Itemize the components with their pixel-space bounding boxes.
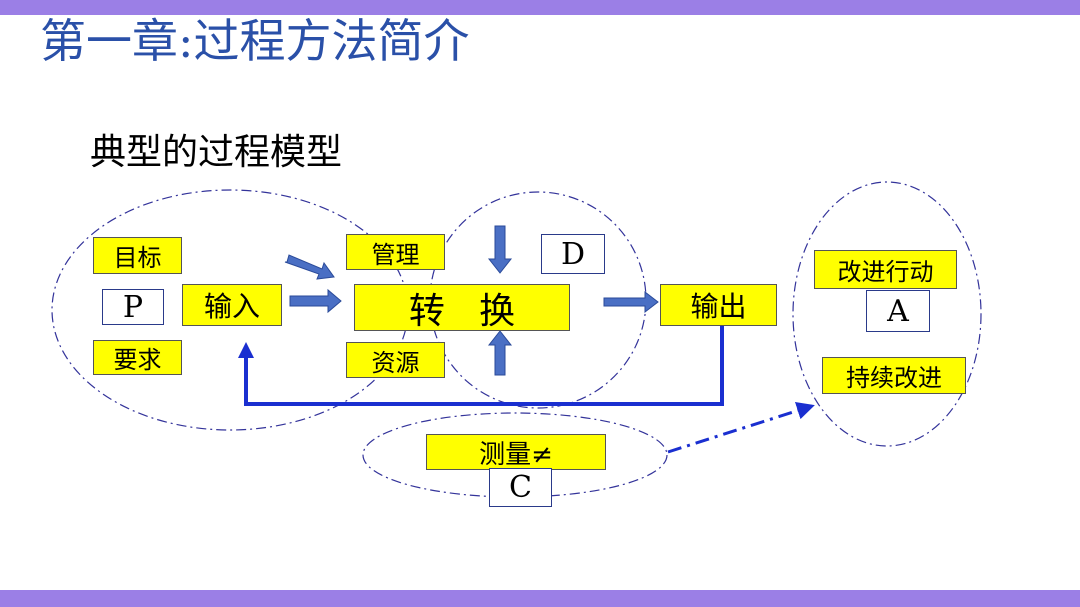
output-box: 输出: [660, 284, 777, 326]
requirement-box: 要求: [93, 340, 182, 375]
top-accent-bar: [0, 0, 1080, 15]
goal-box: 目标: [93, 237, 182, 274]
act-label: A: [866, 290, 930, 332]
bottom-accent-bar: [0, 590, 1080, 607]
slide-title: 第一章:过程方法简介: [40, 14, 470, 68]
arrow-icon: [487, 225, 513, 274]
arrow-icon: [603, 290, 659, 314]
resource-box: 资源: [346, 342, 445, 378]
check-label: C: [489, 468, 552, 507]
arrow-icon: [487, 330, 513, 376]
continual-improvement-box: 持续改进: [822, 357, 966, 394]
management-box: 管理: [346, 234, 445, 270]
improve-action-box: 改进行动: [814, 250, 957, 289]
arrow-icon: [289, 288, 342, 314]
measure-box: 测量≠: [426, 434, 606, 470]
measure-to-act-arrow: [667, 401, 815, 454]
slide-subtitle: 典型的过程模型: [90, 132, 343, 173]
arrow-icon: [238, 342, 254, 358]
plan-label: P: [102, 289, 164, 325]
feedback-line: [244, 326, 724, 406]
act-ellipse: [792, 181, 982, 447]
do-label: D: [541, 234, 605, 274]
transform-box: 转 换: [354, 284, 570, 332]
arrow-icon: [284, 254, 335, 280]
input-box: 输入: [182, 284, 282, 326]
